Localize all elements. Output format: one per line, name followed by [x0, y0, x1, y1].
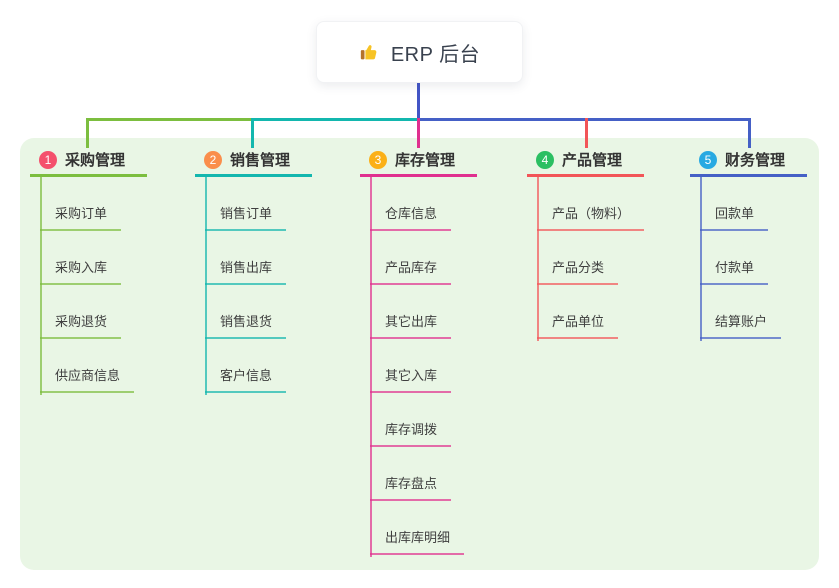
branch-children: 销售订单销售出库销售退货客户信息	[205, 177, 287, 393]
branch-child-line	[700, 177, 702, 341]
rail-segment	[418, 118, 588, 121]
thumbs-up-icon	[359, 41, 381, 63]
child-topic[interactable]: 产品库存	[370, 231, 452, 285]
branch-children: 仓库信息产品库存其它出库其它入库库存调拨库存盘点出库库明细	[370, 177, 465, 555]
child-topic[interactable]: 库存盘点	[370, 447, 452, 501]
child-topic[interactable]: 回款单	[700, 177, 769, 231]
branch-4: 4 产品管理 产品（物料）产品分类产品单位	[527, 145, 645, 341]
branch-title[interactable]: 1 采购管理	[30, 145, 147, 177]
branch-1: 1 采购管理 采购订单采购入库采购退货供应商信息	[30, 145, 147, 395]
branch-number-badge: 4	[536, 150, 554, 169]
child-topic[interactable]: 仓库信息	[370, 177, 452, 231]
branch-child-line	[370, 177, 372, 557]
branch-child-line	[537, 177, 539, 341]
rail-segment	[86, 118, 418, 121]
rail-segment	[251, 118, 418, 121]
branch-number-badge: 5	[699, 150, 717, 169]
branch-title[interactable]: 2 销售管理	[195, 145, 312, 177]
child-topic[interactable]: 采购入库	[40, 231, 122, 285]
child-topic[interactable]: 结算账户	[700, 285, 782, 339]
child-topic[interactable]: 销售出库	[205, 231, 287, 285]
branch-child-line	[205, 177, 207, 395]
child-topic[interactable]: 供应商信息	[40, 339, 135, 393]
branch-title-label: 销售管理	[230, 152, 291, 169]
child-topic[interactable]: 客户信息	[205, 339, 287, 393]
child-topic[interactable]: 其它入库	[370, 339, 452, 393]
child-topic[interactable]: 采购退货	[40, 285, 122, 339]
branch-number-badge: 3	[369, 150, 387, 169]
child-topic[interactable]: 出库库明细	[370, 501, 465, 555]
child-topic[interactable]: 产品分类	[537, 231, 619, 285]
child-topic[interactable]: 付款单	[700, 231, 769, 285]
root-label: ERP 后台	[390, 43, 481, 66]
rail-segment	[418, 118, 751, 121]
branch-children: 采购订单采购入库采购退货供应商信息	[40, 177, 135, 393]
branch-5: 5 财务管理 回款单付款单结算账户	[690, 145, 807, 341]
child-topic[interactable]: 其它出库	[370, 285, 452, 339]
child-topic[interactable]: 产品（物料）	[537, 177, 645, 231]
branch-children: 回款单付款单结算账户	[700, 177, 782, 339]
child-topic[interactable]: 库存调拨	[370, 393, 452, 447]
branch-title-label: 财务管理	[725, 152, 786, 169]
branch-3: 3 库存管理 仓库信息产品库存其它出库其它入库库存调拨库存盘点出库库明细	[360, 145, 477, 557]
branch-number-badge: 1	[39, 150, 57, 169]
branch-title[interactable]: 3 库存管理	[360, 145, 477, 177]
branches-panel	[20, 138, 819, 570]
child-topic[interactable]: 采购订单	[40, 177, 122, 231]
branch-title[interactable]: 4 产品管理	[527, 145, 644, 177]
branch-number-badge: 2	[204, 150, 222, 169]
branch-title[interactable]: 5 财务管理	[690, 145, 807, 177]
branch-children: 产品（物料）产品分类产品单位	[537, 177, 645, 339]
branch-title-label: 采购管理	[65, 152, 126, 169]
child-topic[interactable]: 产品单位	[537, 285, 619, 339]
branch-title-label: 产品管理	[562, 152, 623, 169]
branch-2: 2 销售管理 销售订单销售出库销售退货客户信息	[195, 145, 312, 395]
branch-title-label: 库存管理	[395, 152, 456, 169]
root-stem-line	[417, 83, 420, 121]
branch-child-line	[40, 177, 42, 395]
child-topic[interactable]: 销售退货	[205, 285, 287, 339]
child-topic[interactable]: 销售订单	[205, 177, 287, 231]
root-node[interactable]: ERP 后台	[316, 21, 523, 83]
